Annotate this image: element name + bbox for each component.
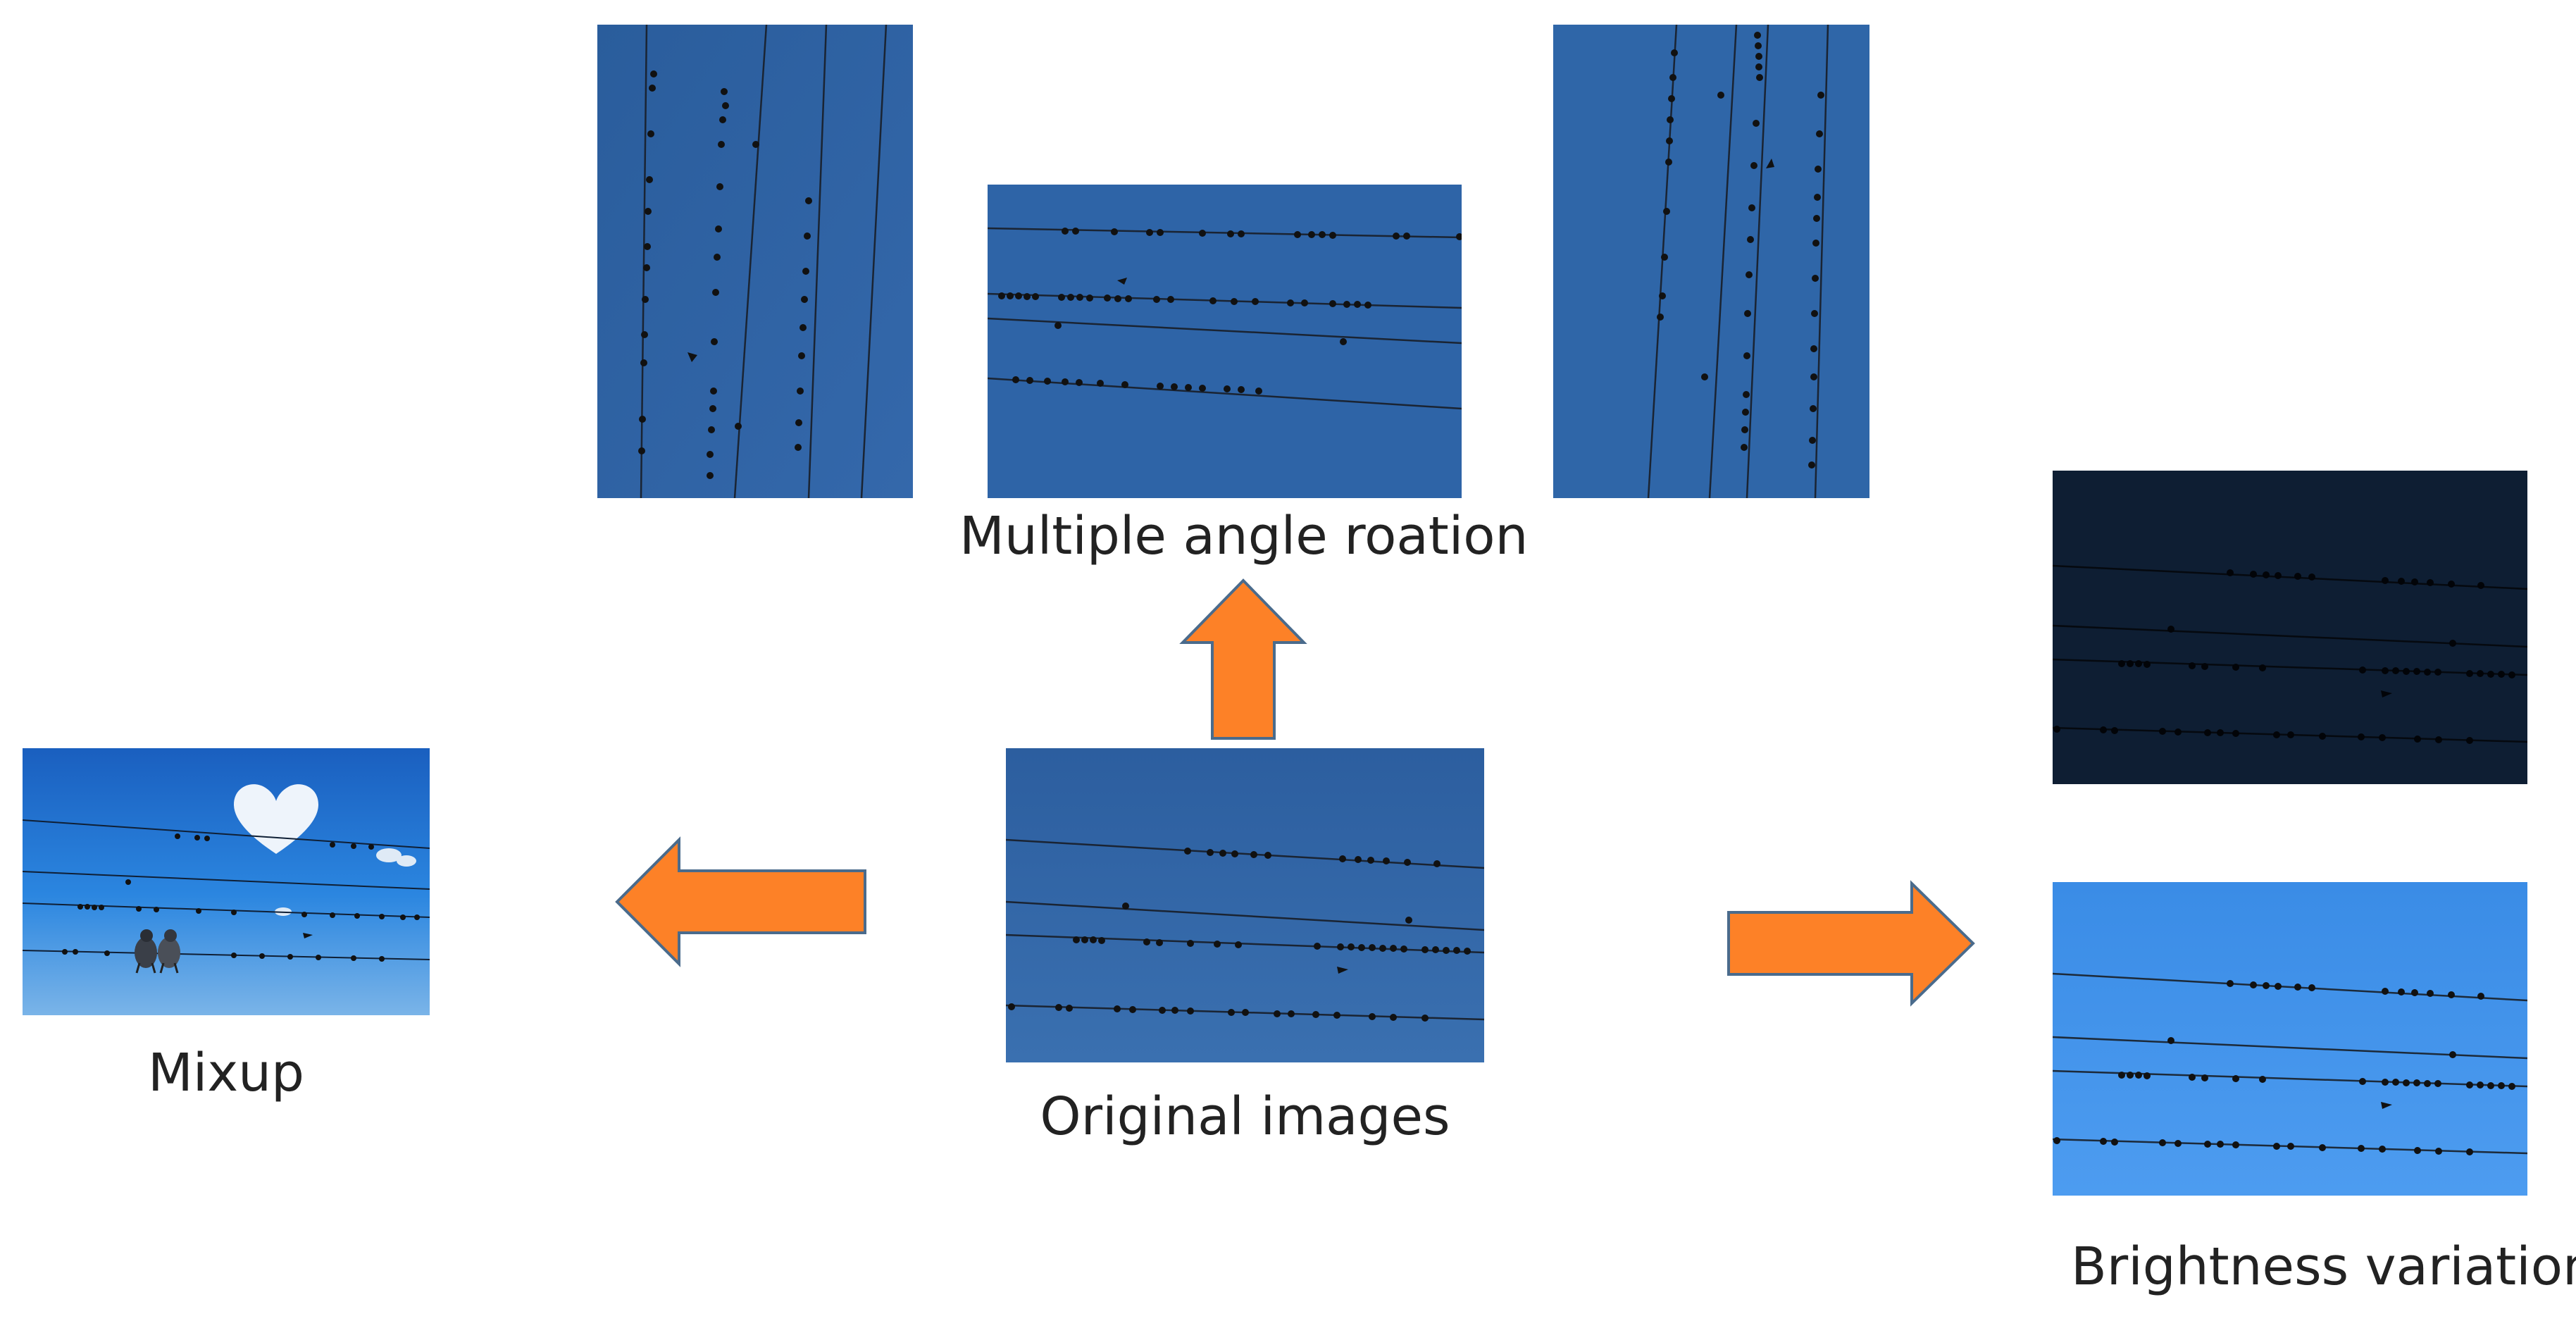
arrow-right-icon [1726,880,1976,1007]
original-label: Original images [1040,1086,1450,1147]
arrow-left-icon [614,836,868,967]
mixup-image [23,748,430,1015]
original-image [1006,748,1484,1062]
dark-image [2053,471,2527,784]
mixup-label: Mixup [147,1043,305,1103]
rotated-image-center [988,185,1462,498]
rotated-image-left [597,25,913,498]
arrow-up-icon [1179,578,1307,741]
rotation-label: Multiple angle roation [959,506,1529,566]
bright-image [2053,882,2527,1196]
brightness-label: Brightness variation [2071,1236,2576,1297]
rotated-image-right [1553,25,1869,498]
